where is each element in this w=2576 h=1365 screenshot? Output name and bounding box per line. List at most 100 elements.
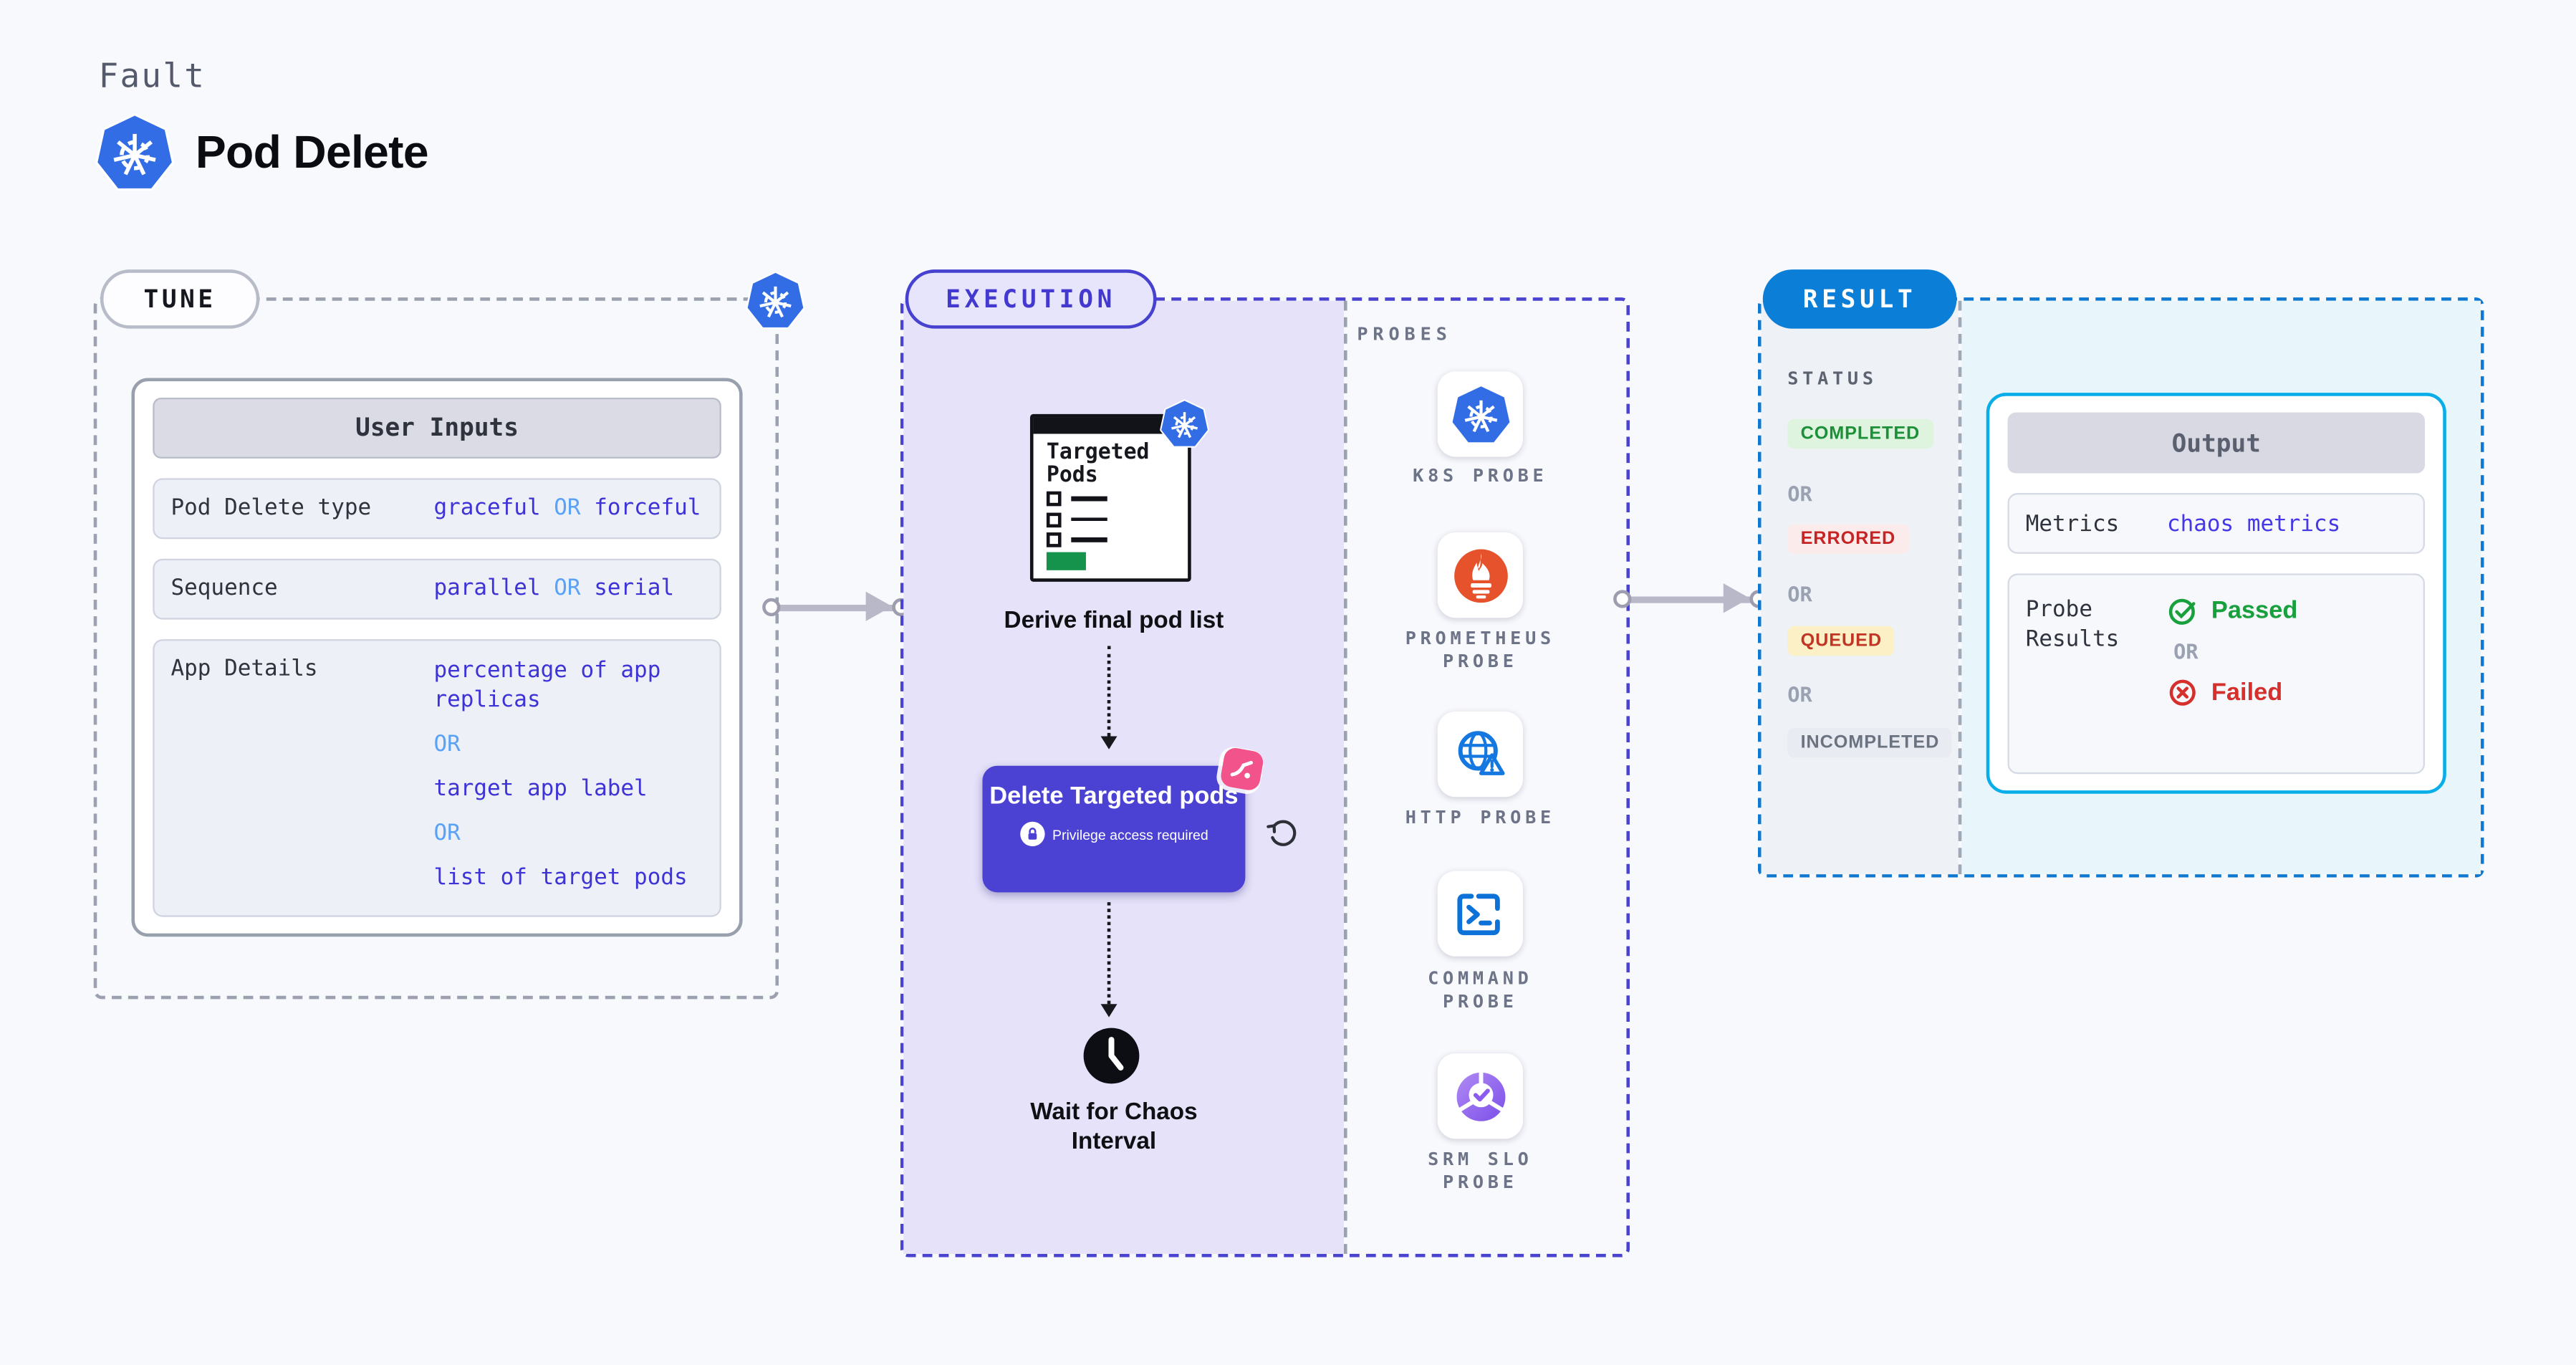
metrics-row: Metrics chaos metrics (2007, 493, 2426, 554)
list-line (1071, 517, 1107, 522)
or-label: OR (554, 575, 581, 602)
probe-card-prometheus (1437, 532, 1523, 618)
user-inputs-table: User Inputs Pod Delete type graceful OR … (131, 378, 743, 937)
option-value: forceful (594, 495, 701, 522)
page-header: Pod Delete (95, 113, 429, 192)
option-value: graceful (433, 495, 541, 522)
row-value: percentage of app replicas OR target app… (433, 655, 703, 891)
table-header: User Inputs (153, 398, 721, 459)
or-label: OR (2173, 639, 2198, 664)
checkbox-icon (1046, 512, 1062, 527)
kubernetes-icon (95, 113, 174, 192)
result-badge: RESULT (1762, 269, 1957, 329)
arrow-line (1626, 595, 1755, 603)
probes-divider (1344, 300, 1347, 1254)
failed-result: Failed (2167, 677, 2297, 709)
targeted-pods-title: Targeted Pods (1046, 440, 1150, 489)
arrow-head (1723, 583, 1750, 613)
execution-section: EXECUTION Targeted Pods Derive final pod… (900, 269, 1630, 1258)
status-badge-errored: ERRORED (1787, 524, 1909, 554)
output-header: Output (2007, 412, 2426, 474)
option-value: serial (594, 575, 675, 602)
status-badge-completed: COMPLETED (1787, 418, 1933, 449)
passed-label: Passed (2211, 596, 2298, 625)
lock-icon (1019, 821, 1044, 847)
failed-label: Failed (2211, 679, 2283, 707)
row-label: App Details (170, 655, 318, 681)
flow-connector (1107, 646, 1111, 737)
delete-step-title: Delete Targeted pods (989, 782, 1239, 810)
arrow-head (865, 591, 893, 621)
prometheus-icon (1453, 548, 1507, 603)
or-label: OR (433, 730, 461, 757)
flow-arrow-tune-to-execution (762, 591, 910, 621)
probe-results-row: Probe Results Passed OR Failed (2007, 573, 2426, 775)
http-globe-icon (1457, 730, 1504, 775)
probe-label: PROMETHEUS PROBE (1405, 628, 1555, 671)
probes-column-title: PROBES (1357, 323, 1452, 345)
probe-results-value: Passed OR Failed (2167, 595, 2297, 708)
probe-card-command (1437, 871, 1523, 957)
status-badge-incompleted: INCOMPLETED (1787, 727, 1953, 758)
probe-label: SRM SLO PROBE (1428, 1149, 1533, 1192)
result-section: RESULT STATUS COMPLETED OR ERRORED OR QU… (1757, 269, 2484, 878)
arrow-head (1100, 1004, 1118, 1017)
terminal-icon (1456, 893, 1499, 934)
or-label: OR (433, 819, 461, 846)
kubernetes-icon (1450, 384, 1511, 445)
flow-arrow-execution-to-result (1613, 583, 1768, 613)
metrics-value: chaos metrics (2166, 510, 2341, 537)
row-value: parallel OR serial (433, 575, 674, 602)
execution-badge: EXECUTION (905, 269, 1157, 329)
derive-pod-list-caption: Derive final pod list (1004, 608, 1224, 635)
progress-bar (1046, 552, 1086, 570)
table-row-sequence: Sequence parallel OR serial (153, 558, 721, 619)
retry-loop-icon (1267, 820, 1297, 846)
privilege-note: Privilege access required (982, 821, 1245, 847)
connector-dot (762, 598, 781, 617)
probe-label: K8S PROBE (1413, 465, 1548, 487)
checklist-item (1046, 491, 1107, 507)
kubernetes-icon (746, 271, 805, 330)
output-card: Output Metrics chaos metrics Probe Resul… (1986, 393, 2446, 794)
checkbox-icon (1046, 532, 1062, 547)
table-row-pod-delete-type: Pod Delete type graceful OR forceful (153, 478, 721, 539)
status-badge-queued: QUEUED (1787, 626, 1895, 656)
probe-card-http (1437, 712, 1523, 798)
checkbox-icon (1046, 491, 1062, 507)
option-value: target app label (433, 775, 648, 802)
connector-dot (1613, 590, 1632, 608)
tune-section: TUNE User Inputs Pod Delete type gracefu… (93, 269, 779, 1000)
probe-card-k8s (1437, 371, 1523, 457)
arrow-head (1100, 736, 1118, 749)
flow-connector (1107, 902, 1111, 1005)
option-value: percentage of app replicas (433, 656, 661, 713)
row-label: Pod Delete type (170, 495, 372, 522)
delete-pods-step: Delete Targeted pods Privilege access re… (982, 746, 1297, 893)
arrow-line (775, 603, 898, 610)
status-column (1761, 300, 1959, 875)
checklist-item (1046, 532, 1107, 547)
passed-result: Passed (2167, 595, 2297, 626)
option-value: parallel (433, 575, 541, 602)
srm-slo-donut-icon (1456, 1071, 1505, 1121)
pod-checklist (1046, 491, 1107, 547)
page-title: Pod Delete (195, 126, 429, 178)
wait-chaos-interval-caption: Wait for Chaos Interval (1030, 1099, 1198, 1155)
targeted-pods-node: Targeted Pods (1029, 414, 1191, 582)
kubernetes-icon (1160, 399, 1209, 449)
status-title: STATUS (1787, 368, 1878, 390)
list-line (1071, 537, 1107, 542)
chaos-litmus-icon (1219, 746, 1265, 792)
probe-label: HTTP PROBE (1405, 807, 1555, 828)
x-circle-icon (2169, 679, 2196, 706)
or-label: OR (554, 495, 581, 522)
privilege-note-text: Privilege access required (1052, 825, 1208, 843)
or-label: OR (1787, 681, 1812, 707)
fault-eyebrow: Fault (98, 55, 206, 96)
status-divider (1958, 300, 1962, 875)
list-line (1071, 497, 1107, 501)
checklist-item (1046, 512, 1107, 527)
or-label: OR (1787, 481, 1812, 507)
